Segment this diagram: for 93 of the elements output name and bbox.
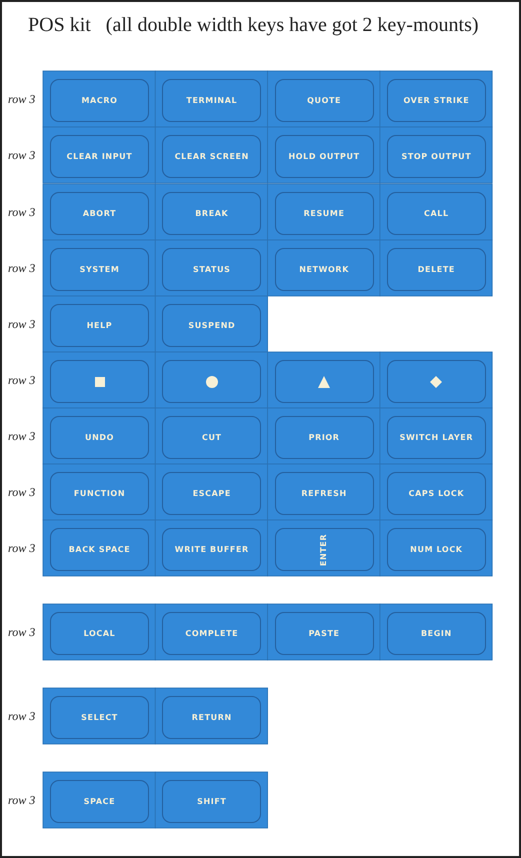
key-label: HELP — [86, 320, 114, 332]
key-label: SUSPEND — [187, 320, 236, 332]
key-label: TERMINAL — [185, 94, 238, 106]
key-label: NETWORK — [298, 264, 350, 276]
key-label: RETURN — [190, 712, 233, 724]
keyboard-key — [386, 360, 486, 403]
key-label: SPACE — [82, 796, 116, 808]
keyboard-key — [162, 135, 262, 178]
key-label: CLEAR INPUT — [66, 150, 134, 162]
key-label: SHIFT — [196, 796, 228, 808]
keyboard-key — [386, 79, 486, 122]
keyboard-key — [274, 612, 374, 655]
row-label: row 3 — [8, 261, 36, 276]
keyboard-key — [162, 696, 262, 739]
keyboard-key — [162, 248, 262, 291]
keyboard-key — [50, 612, 149, 655]
title: POS kit (all double width keys have got 2 key-mounts) — [28, 14, 479, 37]
key-label: REFRESH — [300, 488, 348, 500]
keyboard-key — [274, 416, 374, 459]
keyboard-key — [386, 416, 486, 459]
row-label: row 3 — [8, 541, 36, 556]
key-label: CAPS LOCK — [408, 488, 466, 500]
key-label: LOCAL — [82, 628, 116, 640]
key-label: STOP OUTPUT — [400, 150, 472, 162]
row-label: row 3 — [8, 92, 36, 107]
key-label: DELETE — [416, 264, 456, 276]
key-label: FUNCTION — [72, 488, 126, 500]
row-label: row 3 — [8, 709, 36, 724]
keyboard-key — [386, 528, 486, 571]
keyboard-key — [162, 360, 262, 403]
key-label: UNDO — [84, 432, 116, 444]
key-label: COMPLETE — [184, 628, 240, 640]
keyboard-key — [274, 135, 374, 178]
keyboard-key — [386, 612, 486, 655]
keyboard-key — [162, 416, 262, 459]
keyboard-key — [386, 248, 486, 291]
keyboard-key — [274, 528, 374, 571]
row-label: row 3 — [8, 429, 36, 444]
row-label: row 3 — [8, 317, 36, 332]
keyboard-key — [274, 248, 374, 291]
key-label: ESCAPE — [192, 488, 232, 500]
keyboard-key — [50, 248, 149, 291]
keyboard-key — [50, 528, 149, 571]
keyboard-key — [274, 192, 374, 235]
keyboard-key — [50, 192, 149, 235]
keyboard-key — [274, 79, 374, 122]
row-label: row 3 — [8, 625, 36, 640]
key-label: STATUS — [192, 264, 232, 276]
keyboard-key — [162, 79, 262, 122]
keyboard-key — [162, 780, 262, 823]
key-label: ABORT — [82, 208, 118, 220]
keyboard-key — [162, 192, 262, 235]
keyboard-key — [274, 360, 374, 403]
keyboard-key — [162, 472, 262, 515]
keyboard-key — [50, 696, 149, 739]
key-label: ENTER — [318, 532, 330, 568]
row-label: row 3 — [8, 148, 36, 163]
keyboard-key — [162, 612, 262, 655]
key-label: CLEAR SCREEN — [174, 150, 250, 162]
row-label: row 3 — [8, 205, 36, 220]
keyboard-key — [50, 304, 149, 347]
keyboard-key — [386, 472, 486, 515]
key-label: RESUME — [302, 208, 346, 220]
keyboard-key — [50, 79, 149, 122]
key-label: SWITCH LAYER — [398, 432, 474, 444]
key-label: NUM LOCK — [409, 544, 464, 556]
keyboard-key — [50, 135, 149, 178]
key-label: PASTE — [308, 628, 341, 640]
keyboard-key — [50, 416, 149, 459]
key-label: PRIOR — [308, 432, 341, 444]
keyboard-key — [50, 472, 149, 515]
key-label: QUOTE — [306, 94, 342, 106]
keyboard-key — [386, 192, 486, 235]
keyboard-key — [50, 780, 149, 823]
row-label: row 3 — [8, 373, 36, 388]
key-label: BREAK — [194, 208, 230, 220]
keyboard-key — [274, 472, 374, 515]
keyboard-key — [162, 304, 262, 347]
keyboard-key — [162, 528, 262, 571]
row-label: row 3 — [8, 793, 36, 808]
key-label: MACRO — [80, 94, 118, 106]
keyboard-key — [50, 360, 149, 403]
key-label: SELECT — [80, 712, 119, 724]
key-label: BEGIN — [420, 628, 453, 640]
key-label: SYSTEM — [78, 264, 120, 276]
row-label: row 3 — [8, 485, 36, 500]
key-label: HOLD OUTPUT — [287, 150, 361, 162]
keyboard-key — [386, 135, 486, 178]
key-label: CALL — [423, 208, 450, 220]
key-label: CUT — [200, 432, 223, 444]
key-label: WRITE BUFFER — [174, 544, 250, 556]
key-label: OVER STRIKE — [402, 94, 470, 106]
key-label: BACK SPACE — [68, 544, 132, 556]
